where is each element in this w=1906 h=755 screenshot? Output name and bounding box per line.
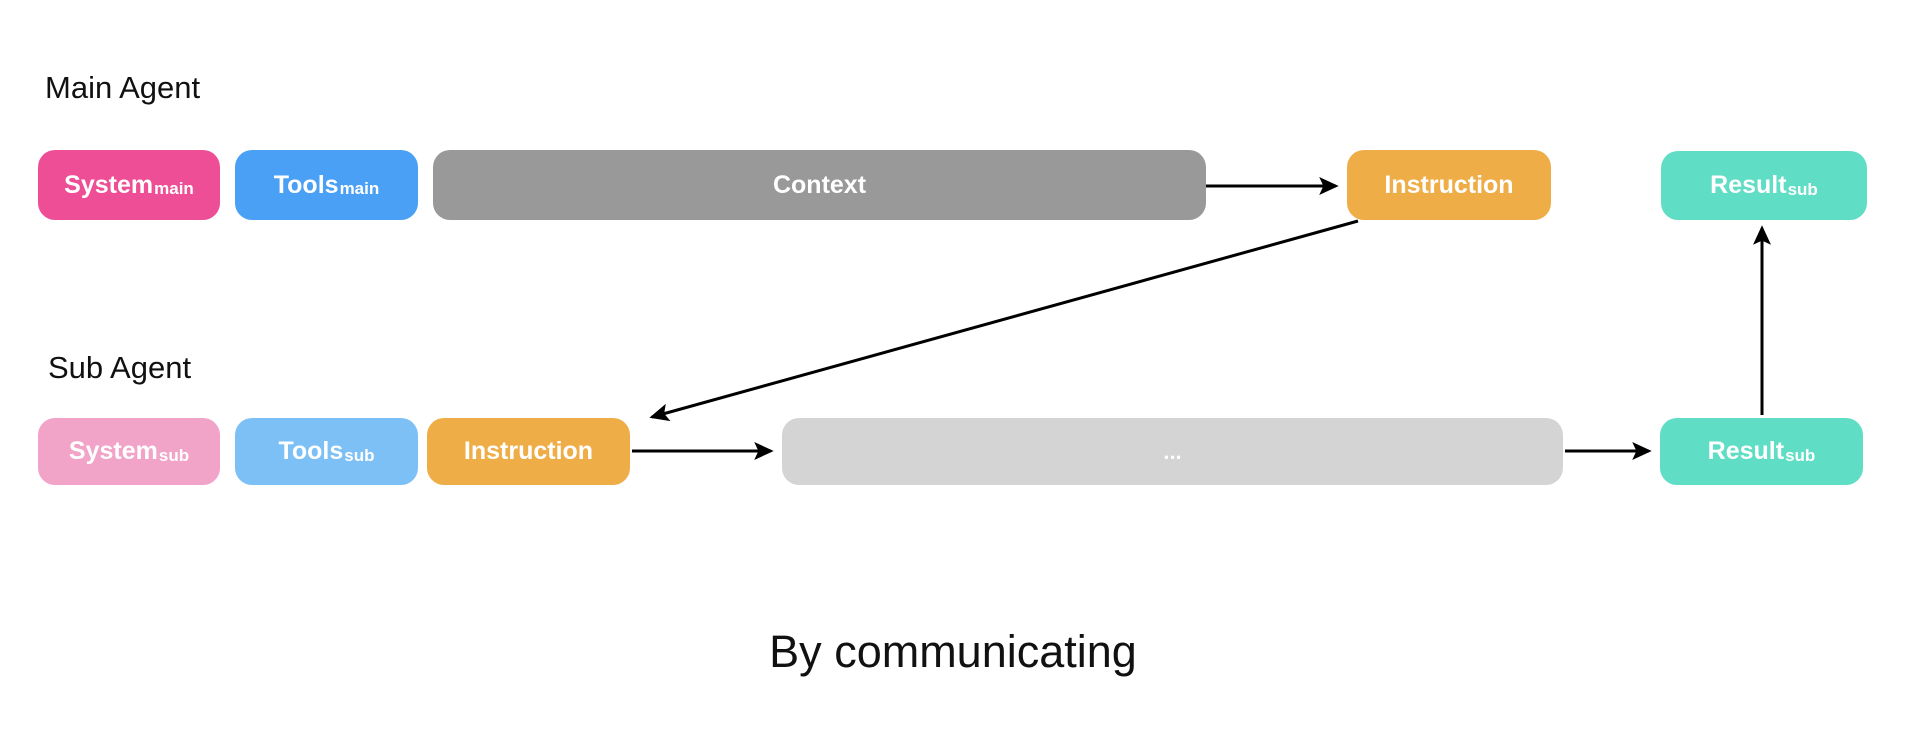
node-context: Context [433,150,1206,220]
node-system-main-label: System [64,170,154,199]
caption: By communicating [769,626,1137,677]
sub-agent-label: Sub Agent [48,350,192,385]
node-ellipsis-label: ... [1163,438,1182,464]
node-instruction-main: Instruction [1347,150,1551,220]
node-tools-main-subscript: main [339,179,380,198]
node-instruction-sub: Instruction [427,418,630,485]
node-system-main-subscript: main [154,179,194,198]
node-result-main-subscript: sub [1787,179,1818,199]
node-system-sub-label: System [68,437,158,465]
node-ellipsis: ... [782,418,1563,485]
node-result-sub-subscript: sub [1785,445,1816,465]
arrow-main-instruction-to-sub-instruction [649,219,1359,422]
node-tools-sub-subscript: sub [344,445,375,465]
node-tools-main-label: Tools [273,170,339,199]
node-result-main-label: Result [1710,171,1787,199]
node-result-sub-label: Result [1707,437,1785,465]
node-instruction-main-label: Instruction [1384,170,1514,199]
node-system-sub-subscript: sub [158,445,190,465]
main-agent-label: Main Agent [45,70,201,105]
node-instruction-sub-label: Instruction [463,437,594,465]
node-context-label: Context [772,170,867,199]
node-tools-sub-label: Tools [278,437,344,465]
